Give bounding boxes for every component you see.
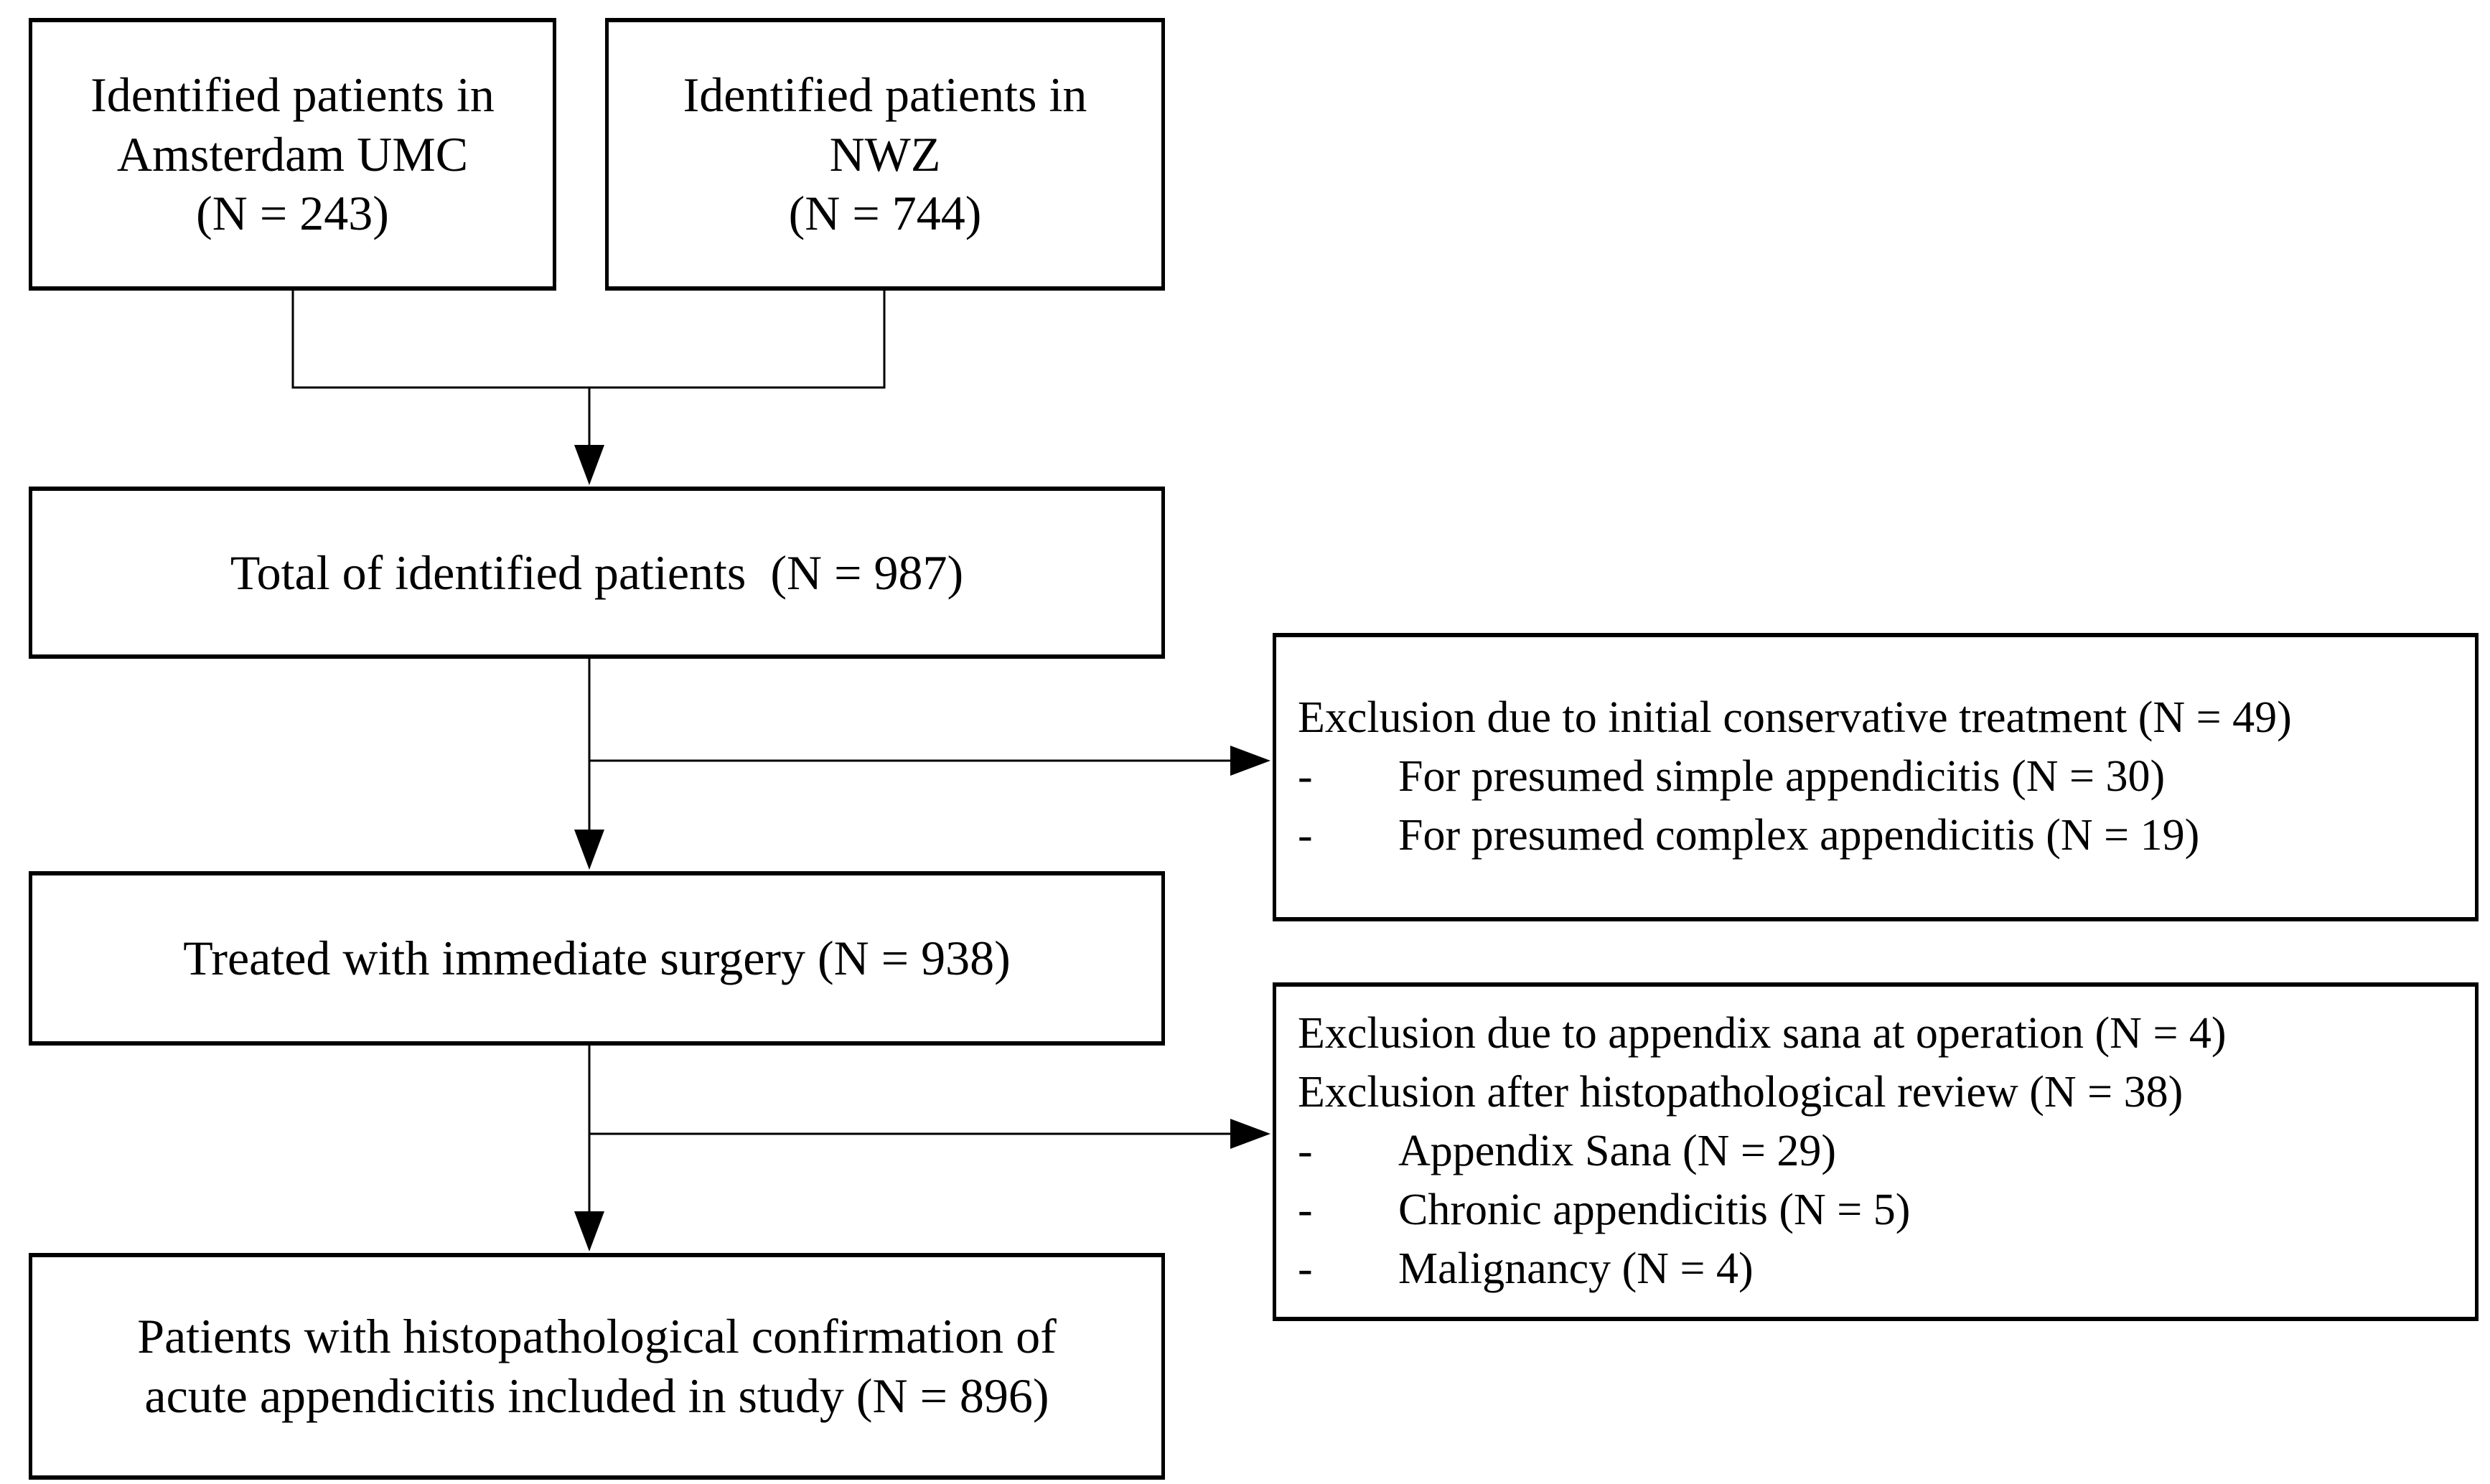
exclusion-bullet: - For presumed simple appendicitis (N = …: [1298, 748, 2461, 807]
box-exclusion-conservative: Exclusion due to initial conservative tr…: [1273, 633, 2479, 921]
box-text: Identified patients in NWZ (N = 744): [683, 65, 1087, 244]
arrow-right-icon: [1230, 746, 1270, 776]
box-text: Exclusion due to initial conservative tr…: [1276, 689, 2475, 865]
arrow-down-icon: [574, 445, 604, 485]
box-text: Patients with histopathological confirma…: [137, 1307, 1056, 1426]
box-text-line: Amsterdam UMC: [116, 126, 469, 182]
exclusion-bullet: - For presumed complex appendicitis (N =…: [1298, 807, 2461, 865]
box-text-line: Patients with histopathological confirma…: [137, 1309, 1057, 1364]
box-text-line: Treated with immediate surgery (N = 938): [183, 931, 1011, 986]
box-text: Treated with immediate surgery (N = 938): [183, 929, 1011, 988]
arrow-down-icon: [574, 830, 604, 870]
bullet-text: For presumed complex appendicitis (N = 1…: [1398, 810, 2200, 860]
arrow-right-icon: [1230, 1119, 1270, 1149]
box-text: Identified patients in Amsterdam UMC (N …: [90, 65, 495, 244]
exclusion-header: Exclusion after histopathological review…: [1298, 1068, 2184, 1117]
bullet-text: Malignancy (N = 4): [1398, 1244, 1754, 1293]
bullet-text: Chronic appendicitis (N = 5): [1398, 1185, 1911, 1234]
exclusion-bullet: - Malignancy (N = 4): [1298, 1240, 2461, 1299]
exclusion-bullet: - Chronic appendicitis (N = 5): [1298, 1181, 2461, 1240]
exclusion-bullet: - Appendix Sana (N = 29): [1298, 1122, 2461, 1181]
box-text-line: Identified patients in: [683, 67, 1087, 122]
exclusion-header: Exclusion due to appendix sana at operat…: [1298, 1009, 2227, 1058]
patient-count: (N = 744): [788, 186, 982, 241]
box-text-line: acute appendicitis included in study (N …: [144, 1368, 1049, 1423]
bullet-text: Appendix Sana (N = 29): [1398, 1127, 1837, 1176]
box-included-patients: Patients with histopathological confirma…: [29, 1253, 1165, 1480]
box-immediate-surgery: Treated with immediate surgery (N = 938): [29, 871, 1165, 1046]
box-text-line: Identified patients in: [90, 67, 495, 122]
bullet-dash: -: [1298, 1127, 1313, 1176]
box-text-line: NWZ: [829, 126, 941, 182]
box-total-identified: Total of identified patients (N = 987): [29, 487, 1165, 659]
box-text: Total of identified patients (N = 987): [230, 543, 963, 603]
exclusion-header: Exclusion due to initial conservative tr…: [1298, 693, 2292, 743]
bullet-dash: -: [1298, 1185, 1313, 1234]
bullet-dash: -: [1298, 810, 1313, 860]
arrow-down-icon: [574, 1211, 604, 1251]
box-text-line: Total of identified patients (N = 987): [230, 545, 964, 600]
box-exclusion-histopathology: Exclusion due to appendix sana at operat…: [1273, 982, 2479, 1321]
bullet-text: For presumed simple appendicitis (N = 30…: [1398, 752, 2166, 802]
patient-count: (N = 243): [196, 186, 389, 241]
bullet-dash: -: [1298, 752, 1313, 802]
bullet-dash: -: [1298, 1244, 1313, 1293]
box-text: Exclusion due to appendix sana at operat…: [1276, 1005, 2475, 1298]
box-identified-nwz: Identified patients in NWZ (N = 744): [605, 18, 1165, 291]
box-identified-amsterdam: Identified patients in Amsterdam UMC (N …: [29, 18, 556, 291]
